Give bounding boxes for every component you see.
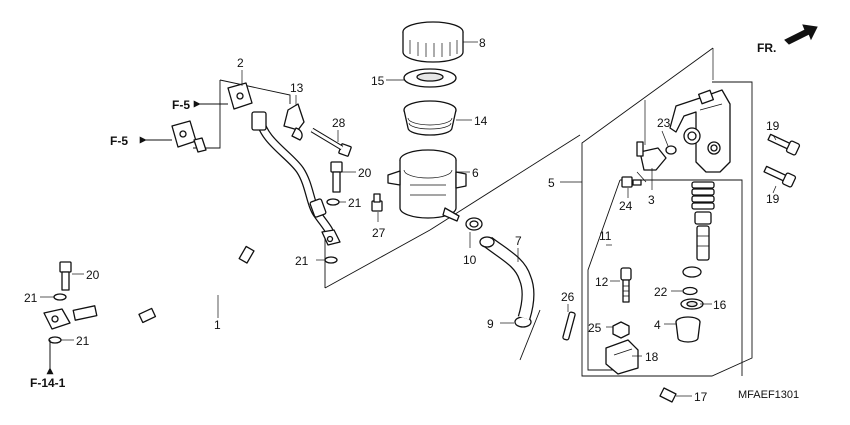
callout-25: 25 [588, 321, 602, 335]
diagram-code: MFAEF1301 [738, 389, 799, 401]
callout-11: 11 [599, 229, 612, 243]
callout-19-lower: 19 [766, 192, 780, 206]
reference-f5-lower: F-5 [110, 134, 128, 148]
callout-22: 22 [654, 285, 668, 299]
callout-19-upper: 19 [766, 119, 780, 133]
reference-f5-upper: F-5 [172, 98, 190, 112]
callout-3: 3 [648, 193, 655, 207]
hose-fittings [43, 82, 341, 330]
callout-21-caliper-lower: 21 [76, 334, 90, 348]
callout-16: 16 [713, 298, 727, 312]
callout-4: 4 [654, 318, 661, 332]
reference-f14-1: F-14-1 [30, 376, 66, 390]
callout-20-lower: 20 [86, 268, 100, 282]
assembly-frame-outline [581, 47, 753, 377]
callout-2: 2 [237, 56, 244, 70]
reservoir-plate [403, 68, 457, 88]
piston-assembly [680, 181, 715, 310]
callout-23: 23 [657, 116, 671, 130]
callout-13: 13 [290, 81, 304, 95]
reservoir-diaphragm [403, 100, 457, 136]
clevis-joint [562, 311, 677, 403]
callout-17: 17 [694, 390, 708, 404]
master-cylinder [669, 89, 731, 173]
front-direction-label: FR. [757, 41, 776, 55]
push-rod [612, 267, 632, 339]
callout-28: 28 [332, 116, 346, 130]
callout-9: 9 [487, 317, 494, 331]
callout-24: 24 [619, 199, 633, 213]
reservoir-cap [402, 21, 464, 63]
master-cylinder-boot [675, 316, 701, 343]
upper-hose [251, 111, 337, 240]
callout-10: 10 [463, 253, 477, 267]
callout-21-caliper-upper: 21 [24, 291, 38, 305]
reservoir-body [387, 149, 467, 222]
callout-6: 6 [472, 166, 479, 180]
callout-12: 12 [595, 275, 609, 289]
bolts [59, 127, 642, 291]
leader-lines [40, 41, 777, 397]
mounting-bolts [763, 133, 801, 188]
callout-15: 15 [371, 74, 385, 88]
front-arrow-icon [784, 24, 818, 45]
inlet-joint [636, 141, 677, 171]
callout-26: 26 [561, 290, 575, 304]
reference-arrow-icon [46, 100, 228, 375]
callout-1: 1 [214, 318, 221, 332]
callout-14: 14 [474, 114, 488, 128]
callout-5: 5 [548, 176, 555, 190]
callout-27: 27 [372, 226, 386, 240]
brake-hose [72, 149, 273, 324]
callout-21-hose: 21 [295, 254, 309, 268]
callout-18: 18 [645, 350, 659, 364]
callout-8: 8 [479, 36, 486, 50]
callout-20-upper: 20 [358, 166, 372, 180]
callout-21-reservoir: 21 [348, 196, 362, 210]
hose-clip [465, 217, 532, 328]
callout-7: 7 [515, 234, 522, 248]
hose-clamp [283, 103, 305, 141]
reservoir-hose [479, 236, 535, 320]
